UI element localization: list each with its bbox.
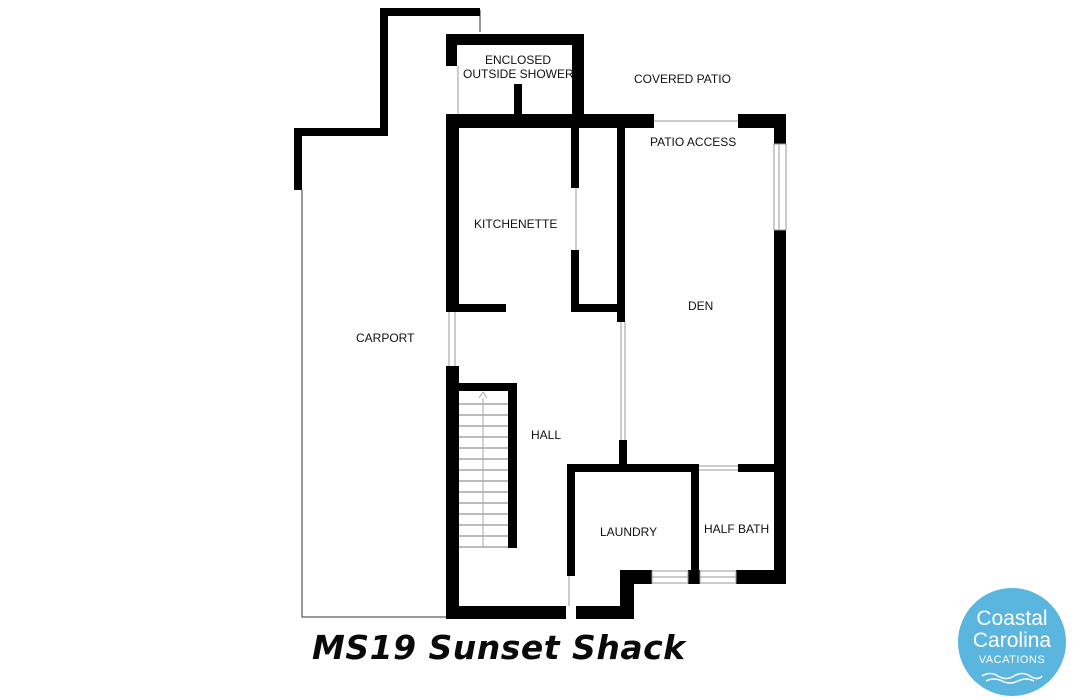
covered-patio-label: COVERED PATIO	[634, 72, 731, 86]
hall-label: HALL	[531, 428, 562, 442]
property-title: MS19 Sunset Shack	[312, 628, 686, 667]
shower-walls	[446, 34, 584, 116]
house-walls	[446, 114, 786, 619]
kitchenette-label: KITCHENETTE	[474, 217, 558, 231]
patio-access-label: PATIO ACCESS	[650, 135, 737, 149]
windows	[448, 120, 787, 606]
den-label: DEN	[688, 299, 714, 313]
wave-icon	[981, 672, 1043, 684]
logo-line2: Carolina	[972, 629, 1052, 652]
half-bath-label: HALF BATH	[704, 522, 770, 536]
carport-label: CARPORT	[356, 331, 415, 345]
logo-line1: Coastal	[976, 607, 1048, 630]
stairs	[459, 383, 517, 548]
coastal-carolina-logo: Coastal Carolina VACATIONS	[958, 588, 1066, 696]
logo-line3: VACATIONS	[978, 654, 1046, 666]
carport-walls	[294, 8, 480, 190]
enclosed-shower-label-line1: ENCLOSED	[485, 53, 552, 67]
laundry-label: LAUNDRY	[600, 525, 658, 539]
enclosed-shower-label-line2: OUTSIDE SHOWER	[463, 67, 574, 81]
